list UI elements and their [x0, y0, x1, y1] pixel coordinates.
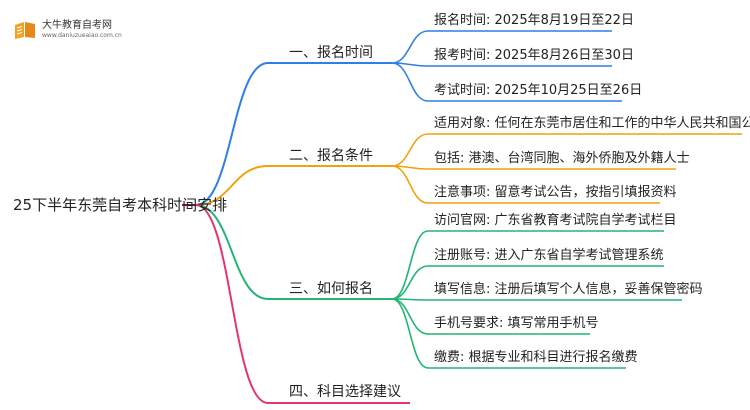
edge-branch-2: [195, 165, 392, 206]
book-logo-icon: [15, 22, 35, 39]
leaf-3-4: 手机号要求: 填写常用手机号: [434, 316, 599, 331]
leaf-3-1: 访问官网: 广东省教育考试院自学考试栏目: [434, 213, 677, 228]
edge-branch-4: [195, 204, 410, 404]
edge-leaf-1-1: [391, 30, 612, 64]
edge-leaf-2-3: [391, 165, 660, 204]
edge-leaf-3-2: [391, 265, 664, 300]
root-topic: 25下半年东莞自考本科时间安排: [13, 196, 228, 214]
logo-url: www.daniuzueaiao.com.cn: [42, 32, 122, 39]
edge-leaf-2-1: [391, 133, 742, 167]
branch-2-label: 二、报名条件: [289, 148, 373, 164]
edge-leaf-1-2: [391, 62, 612, 67]
leaf-2-2: 包括: 港澳、台湾同胞、海外侨胞及外籍人士: [434, 151, 690, 166]
edge-leaf-1-3: [391, 62, 622, 102]
leaf-2-3: 注意事项: 留意考试公告，按指引填报资料: [434, 185, 677, 200]
branch-4-label: 四、科目选择建议: [289, 384, 401, 400]
leaf-2-1: 适用对象: 任何在东莞市居住和工作的中华人民共和国公民: [434, 116, 750, 131]
logo-name: 大牛教育自考网: [42, 20, 112, 31]
leaf-1-2: 报考时间: 2025年8月26日至30日: [434, 48, 634, 63]
leaf-3-5: 缴费: 根据专业和科目进行报名缴费: [434, 350, 638, 365]
edge-leaf-3-3: [391, 298, 682, 301]
edge-leaf-3-1: [391, 230, 664, 300]
leaf-3-3: 填写信息: 注册后填写个人信息，妥善保管密码: [434, 282, 703, 297]
branch-1-label: 一、报名时间: [289, 45, 373, 61]
edge-leaf-3-5: [391, 298, 626, 369]
leaf-1-3: 考试时间: 2025年10月25日至26日: [434, 83, 643, 98]
edge-branch-1: [195, 62, 392, 206]
edge-branch-3: [195, 204, 392, 300]
site-logo: 大牛教育自考网 www.daniuzueaiao.com.cn: [14, 20, 122, 40]
leaf-3-2: 注册账号: 进入广东省自学考试管理系统: [434, 248, 664, 263]
edge-leaf-3-4: [391, 298, 590, 335]
edge-leaf-2-2: [391, 165, 676, 170]
branch-3-label: 三、如何报名: [289, 281, 373, 297]
leaf-1-1: 报名时间: 2025年8月19日至22日: [434, 13, 634, 28]
